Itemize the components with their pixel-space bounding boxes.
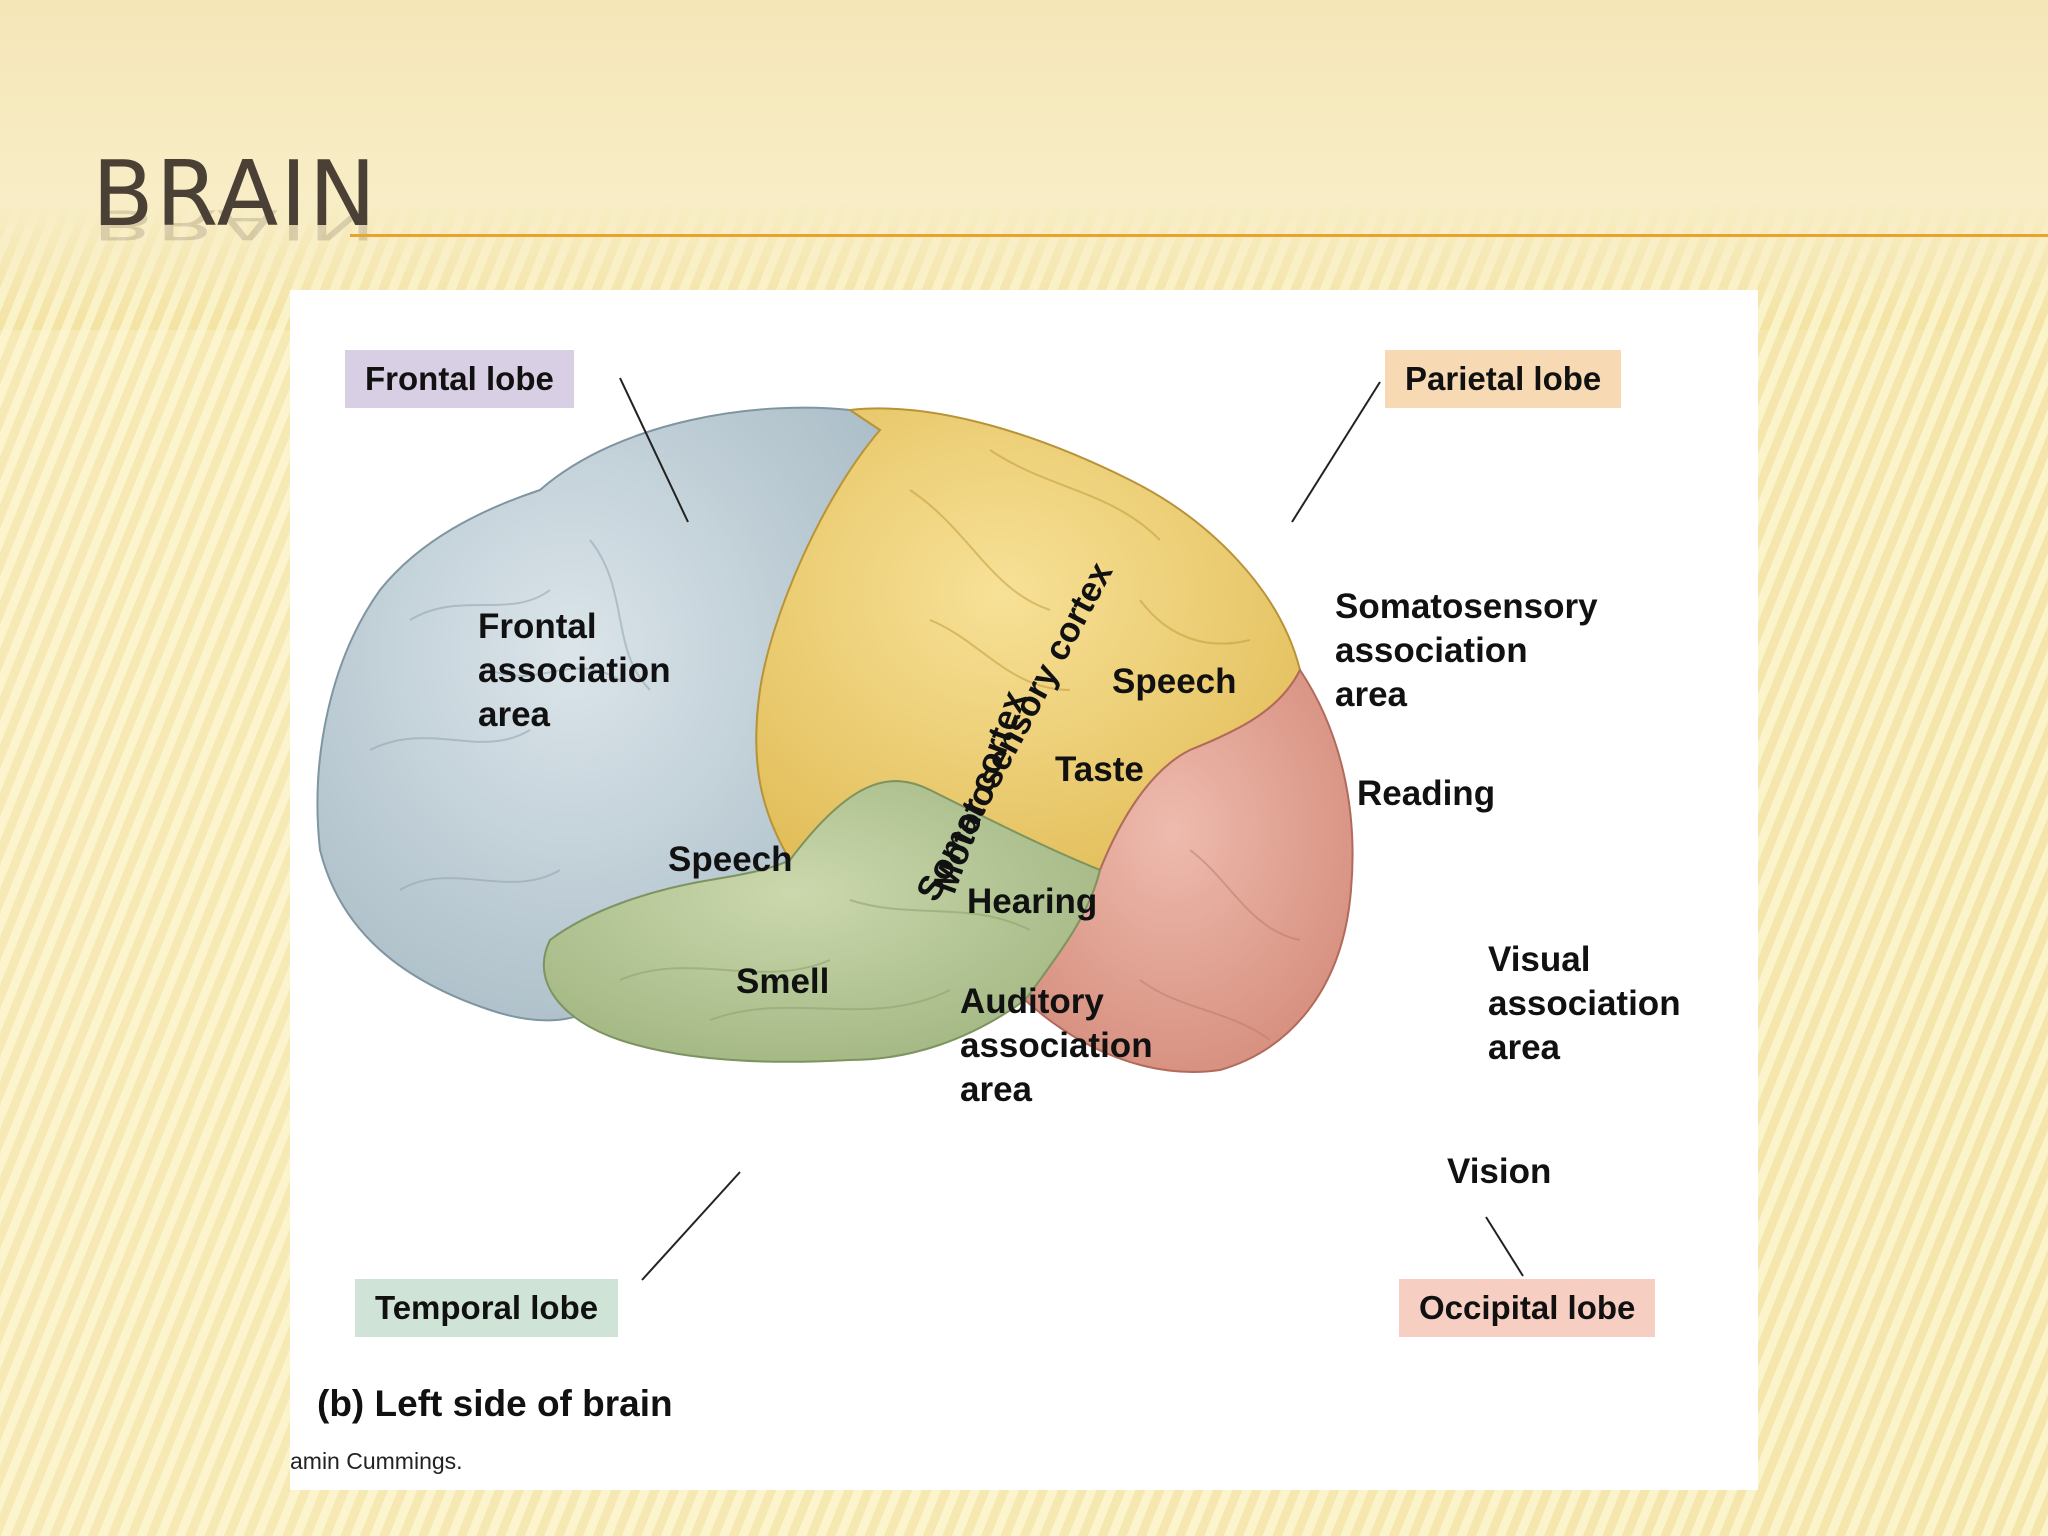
reading-label: Reading [1357,774,1496,813]
speech-frontal-label: Speech [668,840,793,879]
auditory-association-area-label: Auditory association area [960,982,1153,1109]
occipital-lobe-region [1023,668,1354,1073]
occipital-lobe-label: Occipital lobe [1399,1279,1656,1337]
parietal-lobe-label: Parietal lobe [1385,350,1622,408]
hearing-label: Hearing [967,882,1098,921]
vision-label: Vision [1447,1152,1552,1191]
figure-caption: (b) Left side of brain [317,1383,673,1424]
gyri-texture [369,449,1301,1041]
brain-figure: Frontal lobe Parietal lobe Temporal lobe… [290,290,1758,1490]
somatosensory-association-area-label: Somatosensory association area [1335,587,1598,714]
smell-label: Smell [736,962,830,1001]
speech-parietal-label: Speech [1112,662,1237,701]
visual-association-area-label: Visual association area [1488,940,1681,1067]
frontal-association-area-label: Frontal association area [478,607,671,734]
taste-label: Taste [1055,750,1144,789]
temporal-lobe-region [542,780,1102,1063]
header-band [0,0,2048,330]
temporal-lobe-label: Temporal lobe [355,1279,619,1337]
leader-lines [619,377,1524,1281]
frontal-lobe-label: Frontal lobe [345,350,574,408]
image-credit: amin Cummings. [290,1448,463,1474]
title-underline [350,234,2048,237]
slide-title: BRAIN [92,142,379,247]
slide-title-reflection: BRAIN [92,200,379,248]
brain-illustration [316,377,1524,1281]
